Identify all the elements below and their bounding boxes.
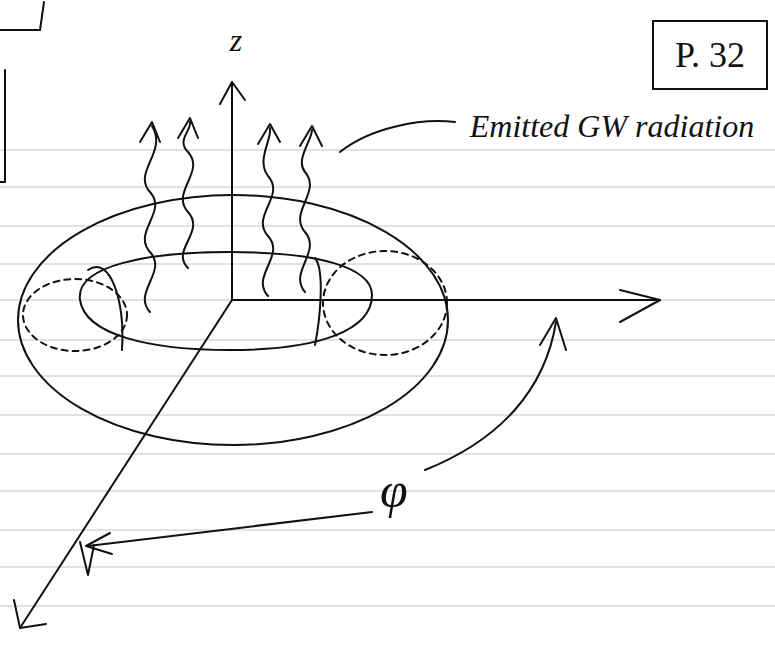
page-number-box: P. 32 xyxy=(652,20,768,90)
gw-wave xyxy=(300,130,312,292)
y-axis xyxy=(20,300,232,628)
torus-fold xyxy=(88,267,122,350)
arrowhead xyxy=(140,122,160,142)
angle-arc xyxy=(88,512,372,546)
pen-mark xyxy=(80,542,94,575)
arrowhead xyxy=(300,126,322,146)
leader-line xyxy=(340,121,455,152)
torus-cross-section xyxy=(323,251,447,355)
torus-cross-section xyxy=(23,279,127,351)
page-number: P. 32 xyxy=(675,34,745,76)
axis-label: z xyxy=(230,22,242,59)
arrowhead xyxy=(258,124,280,144)
angle-arc xyxy=(425,322,556,470)
z-axis xyxy=(231,82,233,300)
gw-wave xyxy=(145,126,156,312)
gw-wave xyxy=(183,122,193,268)
arrowhead xyxy=(14,600,46,628)
partial-box xyxy=(0,2,44,30)
arrowhead xyxy=(620,290,660,322)
torus-fold xyxy=(315,258,321,345)
arrowhead xyxy=(220,82,245,104)
arrowhead xyxy=(540,318,566,350)
callout-text: Emitted GW radiation xyxy=(462,104,762,148)
x-axis xyxy=(232,299,660,301)
angle-label: φ xyxy=(380,462,408,519)
notebook-rules xyxy=(0,150,775,606)
arrowhead xyxy=(86,533,112,554)
arrowhead xyxy=(178,118,198,138)
partial-box xyxy=(0,70,5,182)
gw-wave xyxy=(263,128,273,296)
